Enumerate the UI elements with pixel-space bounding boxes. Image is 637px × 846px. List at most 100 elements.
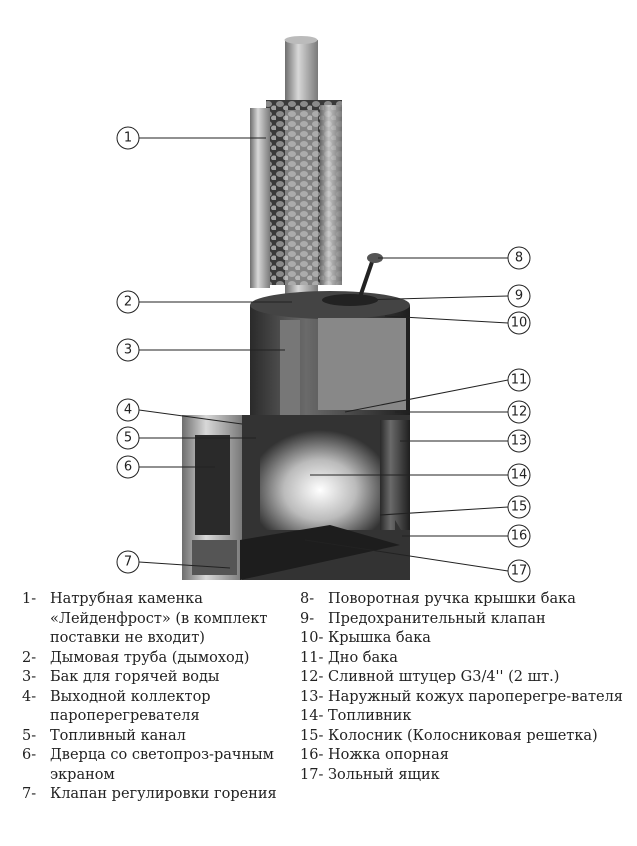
callout-circle [507,311,531,335]
legend-item: 15-Колосник (Колосниковая решетка) [300,727,630,747]
legend-item: 10-Крышка бака [300,629,630,649]
callout-1: 1 [116,126,140,150]
callout-14: 14 [507,463,531,487]
legend-text: Дверца со светопроз-рачным экраном [50,747,274,783]
callout-circle [116,338,140,362]
callout-circle [507,246,531,270]
legend-number: 5- [22,727,37,744]
callout-number: 9 [515,289,523,304]
legend-item: 3- Бак для горячей воды [22,668,302,688]
callout-number: 7 [124,555,132,570]
legend-number: 7- [22,786,37,802]
callout-circle [116,398,140,422]
legend-number: 10- [300,630,324,646]
legend-left: 1- Натрубная каменка «Лейденфрост» (в ком… [22,590,302,805]
callout-number: 3 [124,343,132,358]
callout-17: 17 [507,559,531,583]
legend-text: Сливной штуцер G3/4'' (2 шт.) [328,669,560,685]
callout-circle [116,126,140,150]
callout-circle [116,426,140,450]
callout-number: 13 [511,434,528,449]
callout-lines [138,137,509,572]
legend-number: 3- [22,669,37,685]
callout-12: 12 [507,400,531,424]
legend-number: 4- [22,688,37,705]
legend-text: Топливник [328,708,412,724]
legend-text: Зольный ящик [328,766,440,783]
legend-number: 13- [300,688,324,705]
legend-number: 2- [22,649,37,666]
legend-number: 17- [300,766,324,783]
callout-number: 15 [511,500,528,515]
callout-circle [116,290,140,314]
callout-10: 10 [507,311,531,335]
callout-5: 5 [116,426,140,450]
legend-text: Поворотная ручка крышки бака [328,591,576,607]
legend-text: Клапан регулировки горения [50,786,277,802]
callout-circle [507,368,531,392]
legend-item: 7- Клапан регулировки горения [22,785,302,805]
legend-text: Топливный канал [50,727,186,744]
legend-text: Колосник (Колосниковая решетка) [328,727,598,744]
callout-9: 9 [507,284,531,308]
legend-text: Бак для горячей воды [50,669,220,685]
legend-number: 6- [22,747,37,763]
legend-number: 15- [300,727,324,744]
stove-illustration [182,36,410,580]
legend-item: 14-Топливник [300,707,630,727]
legend-text: Предохранительный клапан [328,610,546,627]
callout-7: 7 [116,550,140,574]
callout-circle [507,284,531,308]
callout-number: 12 [511,405,528,420]
legend-item: 11-Дно бака [300,649,630,669]
legend-text: Наружный кожух пароперегре-вателя [328,688,623,705]
callout-number: 11 [511,373,528,388]
legend-item: 5- Топливный канал [22,727,302,747]
callout-15: 15 [507,495,531,519]
legend-text: Крышка бака [328,630,431,646]
legend-number: 11- [300,649,324,666]
callout-11: 11 [507,368,531,392]
legend-text: Ножка опорная [328,747,449,763]
callout-circle [507,495,531,519]
callout-number: 10 [511,316,528,331]
callout-number: 14 [511,468,528,483]
legend-item: 13-Наружный кожух пароперегре-вателя [300,688,630,708]
callout-circle [507,400,531,424]
callout-number: 16 [511,529,528,544]
callout-number: 2 [124,295,132,310]
legend-text: Натрубная каменка «Лейденфрост» (в компл… [50,591,268,646]
legend-number: 1- [22,591,37,607]
callout-2: 2 [116,290,140,314]
callout-circle [507,463,531,487]
callout-circle [507,429,531,453]
legend-item: 16-Ножка опорная [300,746,630,766]
legend-item: 9- Предохранительный клапан [300,610,630,630]
legend-item: 17-Зольный ящик [300,766,630,786]
legend-item: 12-Сливной штуцер G3/4'' (2 шт.) [300,668,630,688]
callout-8: 8 [507,246,531,270]
legend-number: 16- [300,747,324,763]
callout-circle [507,559,531,583]
callout-circle [116,455,140,479]
legend-number: 8- [300,591,315,607]
legend-item: 8- Поворотная ручка крышки бака [300,590,630,610]
callout-6: 6 [116,455,140,479]
callout-4: 4 [116,398,140,422]
callout-number: 4 [124,403,132,418]
legend-text: Выходной коллектор пароперегревателя [50,688,211,725]
legend-text: Дно бака [328,649,398,666]
legend-item: 1- Натрубная каменка «Лейденфрост» (в ком… [22,590,302,649]
callout-circle [116,550,140,574]
legend-text: Дымовая труба (дымоход) [50,649,250,666]
callout-number: 8 [515,251,523,266]
callout-3: 3 [116,338,140,362]
legend-number: 12- [300,669,324,685]
callout-number: 5 [124,431,132,446]
legend-item: 2- Дымовая труба (дымоход) [22,649,302,669]
callout-16: 16 [507,524,531,548]
legend-number: 9- [300,610,315,627]
callout-number: 6 [124,460,132,475]
